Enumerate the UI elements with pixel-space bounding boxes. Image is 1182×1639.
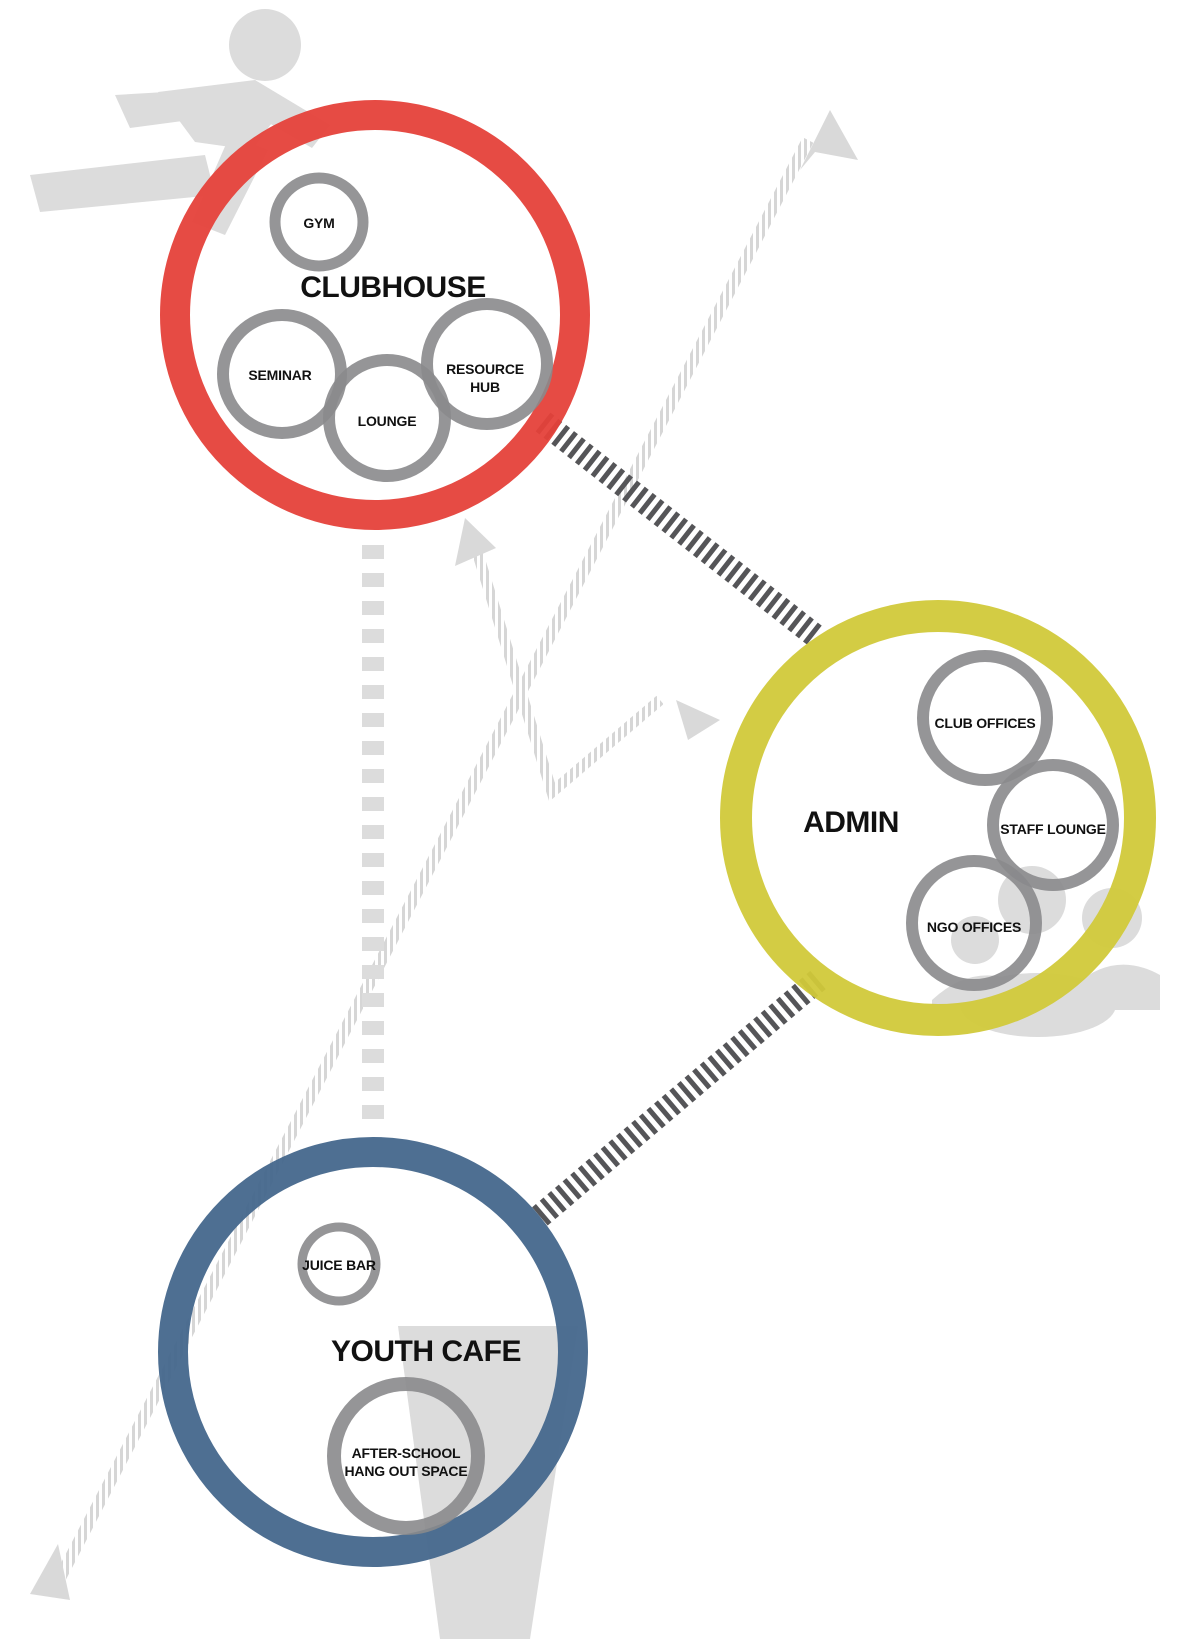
- hangout-label-line2: HANG OUT SPACE: [345, 1463, 468, 1479]
- space-gym: GYM: [269, 172, 369, 272]
- lounge-label: LOUNGE: [358, 413, 417, 429]
- resource-hub-label-line2: HUB: [470, 379, 500, 395]
- admin-ring: [720, 600, 1156, 1036]
- ngo-offices-label: NGO OFFICES: [927, 919, 1021, 935]
- zone-admin: ADMIN CLUB OFFICES STAFF LOUNGE NGO OFFI…: [720, 600, 1156, 1036]
- drink-cup-icon: [398, 1326, 578, 1639]
- space-lounge: LOUNGE: [323, 354, 451, 482]
- resource-hub-label-line1: RESOURCE: [446, 361, 524, 377]
- club-offices-label: CLUB OFFICES: [934, 715, 1035, 731]
- space-resource-hub: RESOURCE HUB: [421, 298, 553, 430]
- space-staff-lounge: STAFF LOUNGE: [987, 759, 1119, 891]
- clubhouse-ring: [160, 100, 590, 530]
- zone-youth-cafe: JUICE BAR YOUTH CAFE AFTER-SCHOOL HANG O…: [158, 1137, 588, 1567]
- zone-connectors: [530, 412, 826, 1228]
- clubhouse-label: CLUBHOUSE: [300, 271, 486, 304]
- admin-label: ADMIN: [803, 806, 899, 839]
- space-juice-bar: JUICE BAR: [297, 1222, 381, 1306]
- flow-arrow-short: [455, 518, 720, 802]
- staff-lounge-label: STAFF LOUNGE: [1000, 821, 1105, 837]
- connector-clubhouse-admin: [535, 412, 826, 648]
- juice-bar-label: JUICE BAR: [302, 1257, 376, 1273]
- youth-cafe-label: YOUTH CAFE: [331, 1335, 521, 1368]
- space-club-offices: CLUB OFFICES: [917, 650, 1053, 786]
- zone-clubhouse: GYM CLUBHOUSE SEMINAR RESOURCE HUB LOUNG…: [160, 100, 590, 530]
- seminar-label: SEMINAR: [248, 367, 311, 383]
- hangout-label-line1: AFTER-SCHOOL: [352, 1445, 461, 1461]
- space-ngo-offices: NGO OFFICES: [906, 855, 1042, 991]
- space-after-school-hangout: AFTER-SCHOOL HANG OUT SPACE: [327, 1377, 485, 1535]
- connector-admin-youth-cafe: [530, 970, 826, 1228]
- youth-cafe-ring: [158, 1137, 588, 1567]
- gym-label: GYM: [303, 215, 334, 231]
